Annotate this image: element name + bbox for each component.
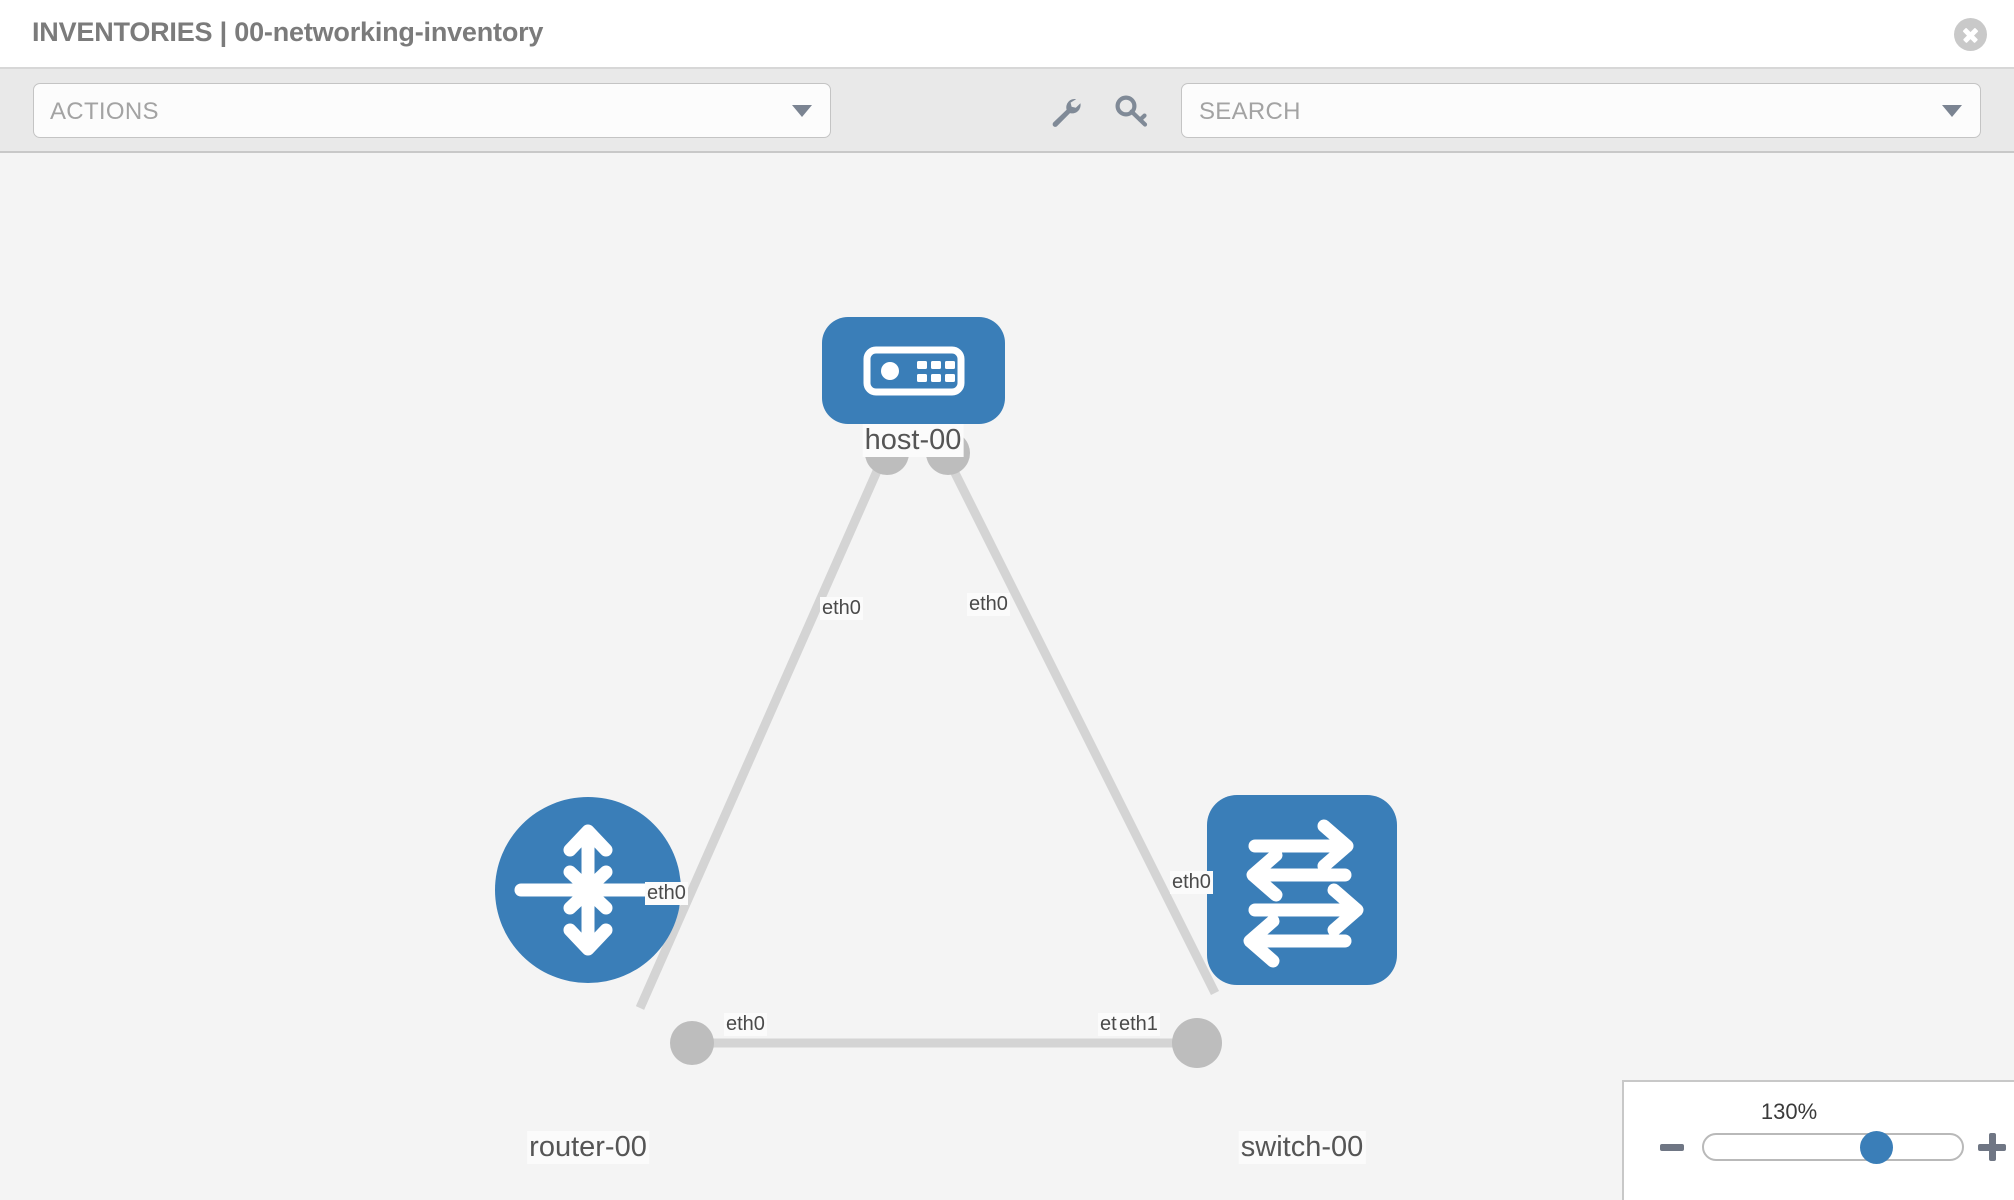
zoom-slider-thumb[interactable] bbox=[1859, 1131, 1893, 1164]
topology-canvas[interactable]: host-00 router-00 switch-00 eth0 eth0 et… bbox=[0, 153, 2014, 1200]
router-four-arrows-icon bbox=[514, 824, 662, 956]
node-label-router-00: router-00 bbox=[527, 1131, 649, 1164]
link-host-switch bbox=[940, 450, 1220, 996]
server-device-icon bbox=[863, 346, 965, 396]
chevron-down-icon bbox=[792, 105, 812, 117]
switch-bidirectional-arrows-icon bbox=[1243, 819, 1364, 968]
stub-switch-left bbox=[1172, 1018, 1222, 1068]
actions-dropdown-label: ACTIONS bbox=[50, 98, 159, 125]
close-icon[interactable] bbox=[1954, 18, 1987, 51]
zoom-slider[interactable] bbox=[1702, 1131, 1964, 1164]
link-label-switch-eth0-uplink: eth0 bbox=[1170, 871, 1213, 894]
node-router-00 bbox=[495, 797, 681, 983]
key-icon[interactable] bbox=[1114, 93, 1150, 129]
zoom-level-value: 130% bbox=[1760, 1099, 1818, 1124]
page-title: INVENTORIES | 00-networking-inventory bbox=[32, 17, 544, 47]
topology-graph bbox=[495, 317, 1397, 1068]
link-label-router-eth0-uplink: eth0 bbox=[645, 882, 688, 905]
link-label-host-eth0-right: eth0 bbox=[967, 593, 1010, 616]
stub-router-right bbox=[670, 1021, 714, 1065]
toolbar: ACTIONS SEARCH bbox=[0, 69, 2014, 153]
link-label-switch-eth1: eth1 bbox=[1117, 1013, 1160, 1036]
wrench-icon[interactable] bbox=[1046, 93, 1082, 129]
link-label-host-eth0-left: eth0 bbox=[820, 597, 863, 620]
minus-icon[interactable] bbox=[1660, 1144, 1684, 1151]
actions-dropdown[interactable]: ACTIONS bbox=[33, 83, 831, 138]
link-label-router-eth0: eth0 bbox=[724, 1013, 767, 1036]
page-header: INVENTORIES | 00-networking-inventory bbox=[0, 0, 2014, 69]
plus-icon[interactable] bbox=[1978, 1133, 2006, 1161]
node-host-00 bbox=[822, 317, 1005, 424]
node-label-host-00: host-00 bbox=[862, 424, 964, 457]
search-input[interactable]: SEARCH bbox=[1181, 83, 1981, 138]
node-switch-00 bbox=[1207, 795, 1397, 985]
chevron-down-icon bbox=[1942, 105, 1962, 117]
search-placeholder: SEARCH bbox=[1199, 98, 1301, 125]
link-host-router bbox=[635, 451, 890, 1010]
link-group bbox=[635, 450, 1220, 1048]
node-label-switch-00: switch-00 bbox=[1238, 1131, 1366, 1164]
zoom-control-panel: 130% bbox=[1622, 1080, 2014, 1200]
